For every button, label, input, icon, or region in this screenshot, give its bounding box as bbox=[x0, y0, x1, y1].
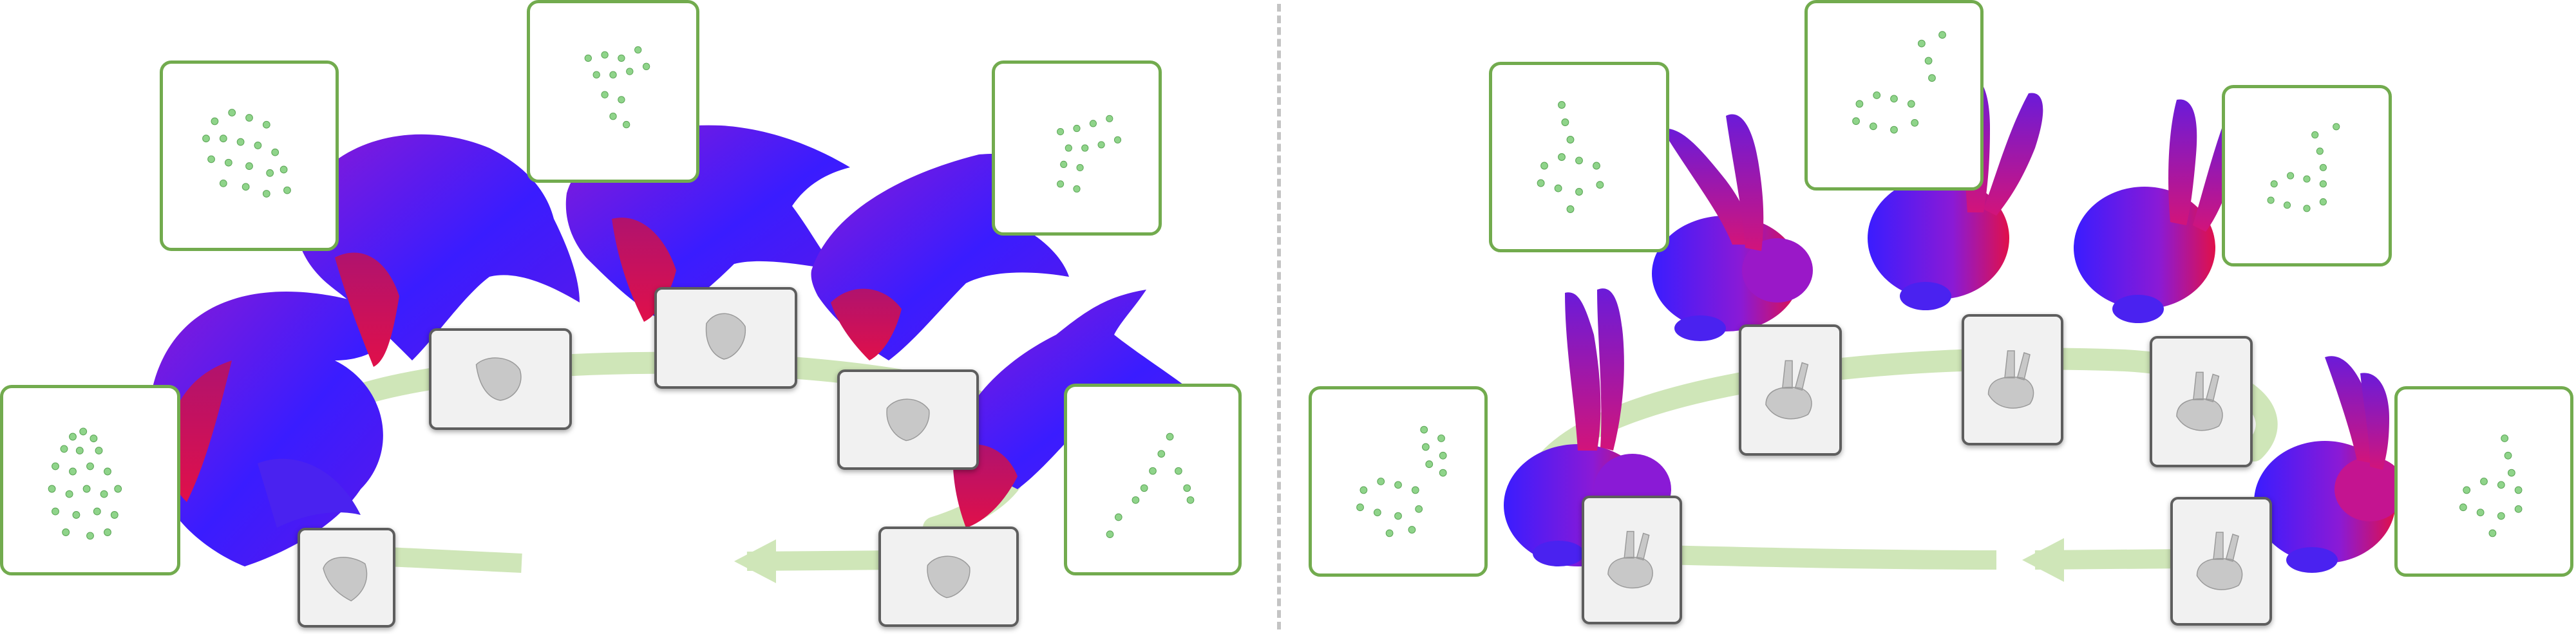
mesh-box-4 bbox=[837, 369, 979, 470]
mesh-box-1 bbox=[298, 528, 395, 628]
mesh-box-1 bbox=[1582, 496, 1682, 624]
mesh-box-3 bbox=[1962, 314, 2063, 445]
mesh-icon bbox=[886, 398, 930, 442]
trajectory-arc-right bbox=[1504, 75, 2405, 582]
point-cloud-box-4 bbox=[992, 61, 1162, 236]
mesh-box-5 bbox=[878, 527, 1019, 627]
point-cloud-icon bbox=[202, 109, 291, 198]
point-cloud-box-4 bbox=[2222, 85, 2392, 266]
point-cloud-icon bbox=[1356, 425, 1447, 537]
mesh-icon bbox=[2196, 532, 2243, 590]
mesh-icon bbox=[1607, 530, 1653, 589]
point-cloud-icon bbox=[1852, 31, 1946, 134]
deformed-surface-1 bbox=[147, 291, 389, 566]
left-panel bbox=[0, 0, 1272, 634]
mesh-box-5 bbox=[2170, 497, 2272, 626]
mesh-icon bbox=[927, 555, 971, 599]
point-cloud-icon bbox=[1537, 101, 1604, 213]
mesh-icon bbox=[475, 357, 522, 401]
bunny-5 bbox=[2254, 356, 2405, 573]
point-cloud-box-2 bbox=[1489, 62, 1669, 252]
point-cloud-icon bbox=[48, 427, 122, 540]
arc-arrowhead-left bbox=[734, 539, 776, 583]
point-cloud-icon bbox=[584, 46, 650, 129]
mesh-icon bbox=[323, 557, 368, 602]
mesh-icon bbox=[2176, 371, 2223, 431]
mesh-box-4 bbox=[2150, 336, 2253, 467]
mesh-box-2 bbox=[429, 328, 572, 430]
arc-arrowhead-right bbox=[2022, 538, 2064, 582]
mesh-icon bbox=[1765, 360, 1812, 420]
point-cloud-box-3 bbox=[1804, 0, 1984, 191]
mesh-icon bbox=[1987, 350, 2034, 409]
point-cloud-icon bbox=[2267, 123, 2340, 212]
point-cloud-box-5 bbox=[1064, 384, 1242, 575]
panel-divider bbox=[1277, 4, 1281, 629]
point-cloud-box-3 bbox=[527, 0, 699, 183]
point-cloud-box-5 bbox=[2394, 386, 2573, 577]
point-cloud-icon bbox=[1106, 433, 1195, 538]
mesh-box-2 bbox=[1739, 324, 1842, 456]
bunny-4 bbox=[2074, 99, 2240, 323]
right-panel bbox=[1288, 0, 2576, 634]
mesh-box-3 bbox=[654, 287, 797, 389]
point-cloud-box-1 bbox=[0, 385, 180, 575]
deformed-surface-2 bbox=[296, 134, 580, 367]
point-cloud-icon bbox=[2459, 434, 2523, 537]
point-cloud-box-2 bbox=[160, 61, 339, 251]
mesh-icon bbox=[705, 313, 746, 360]
point-cloud-icon bbox=[1057, 115, 1122, 193]
bunny-2 bbox=[1652, 114, 1813, 341]
point-cloud-box-1 bbox=[1309, 386, 1488, 577]
